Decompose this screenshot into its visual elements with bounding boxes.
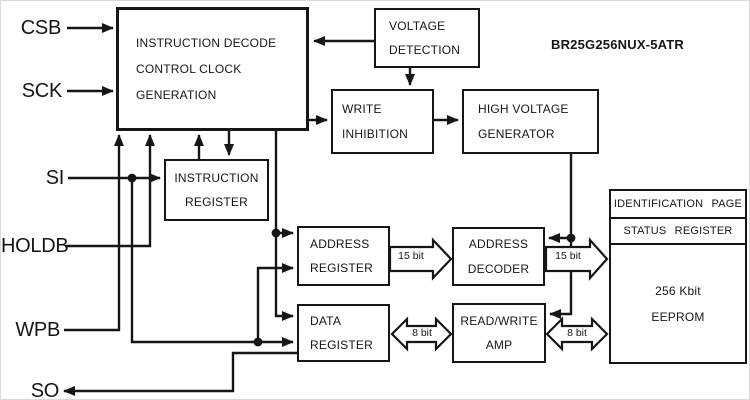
block-label: INHIBITION	[342, 126, 409, 141]
block-label: REGISTER	[310, 261, 373, 275]
block-label: DETECTION	[389, 43, 461, 57]
block-write-inhibition: WRITE INHIBITION	[331, 89, 434, 154]
eeprom-identification-page-row: IDENTIFICATION PAGE	[611, 191, 745, 219]
junction-dot-decode-branch	[271, 228, 281, 238]
block-label: EEPROM	[651, 309, 705, 324]
wire-holdb-input	[65, 134, 155, 248]
block-label: READ/WRITE	[460, 314, 538, 328]
block-label: REGISTER	[185, 195, 248, 209]
block-instruction-register: INSTRUCTION REGISTER	[164, 159, 269, 221]
block-label: INSTRUCTION DECODE	[136, 36, 277, 50]
bus-label-15bit-2: 15 bit	[555, 250, 581, 262]
wire-si-to-address-register	[256, 263, 294, 342]
bus-label-15bit-1: 15 bit	[398, 250, 424, 262]
block-address-register: ADDRESS REGISTER	[297, 226, 390, 286]
block-address-decoder: ADDRESS DECODER	[452, 227, 545, 286]
part-number: BR25G256NUX-5ATR	[551, 37, 684, 52]
wire-hvg-to-read-write-amp	[549, 154, 573, 319]
bus-arrow-8bit-reg-to-amp	[390, 316, 453, 352]
wire-decode-to-data-register	[274, 131, 294, 321]
wire-wpb-input	[64, 134, 124, 332]
block-eeprom: IDENTIFICATION PAGE STATUS REGISTER 256 …	[609, 189, 747, 364]
bus-label-8bit-1: 8 bit	[412, 327, 432, 339]
pin-label-si: SI	[45, 167, 65, 189]
block-label: ADDRESS	[468, 236, 529, 251]
junction-dot-si-branch	[253, 337, 263, 347]
pin-label-holdb: HOLDB	[1, 235, 69, 257]
block-read-write-amp: READ/WRITE AMP	[452, 303, 546, 363]
block-label: VOLTAGE	[389, 19, 446, 33]
junction-dot-si	[127, 173, 137, 183]
block-label: GENERATOR	[478, 126, 555, 141]
block-label: GENERATION	[136, 88, 217, 102]
block-label: 256 Kbit	[655, 283, 701, 298]
pin-label-sck: SCK	[21, 80, 63, 102]
bus-arrow-15bit-decoder-to-eeprom	[544, 237, 609, 281]
block-label: INSTRUCTION	[174, 171, 259, 185]
wire-si-to-data-register	[130, 178, 294, 347]
block-label: DECODER	[467, 261, 530, 276]
block-label: CONTROL CLOCK	[136, 62, 242, 76]
block-label: WRITE	[342, 101, 382, 116]
block-label: HIGH VOLTAGE	[478, 101, 569, 116]
bus-arrow-8bit-amp-to-eeprom	[545, 316, 609, 352]
pin-label-csb: CSB	[20, 17, 62, 39]
block-high-voltage-generator: HIGH VOLTAGE GENERATOR	[462, 89, 599, 154]
wire-so-output	[63, 351, 297, 396]
pin-label-wpb: WPB	[15, 319, 60, 341]
block-data-register: DATA REGISTER	[297, 304, 390, 362]
eeprom-status-register-row: STATUS REGISTER	[611, 219, 745, 245]
block-voltage-detection: VOLTAGE DETECTION	[374, 8, 480, 68]
block-label: REGISTER	[310, 338, 373, 352]
block-label: ADDRESS	[310, 237, 370, 251]
junction-dot-hvg-branch	[566, 233, 576, 243]
block-label: AMP	[485, 338, 513, 352]
bus-arrow-15bit-reg-to-decoder	[388, 237, 453, 281]
bus-label-8bit-2: 8 bit	[567, 327, 587, 339]
block-label: DATA	[310, 314, 342, 328]
pin-label-so: SO	[30, 380, 60, 400]
eeprom-main-area: 256 Kbit EEPROM	[611, 245, 745, 384]
block-instruction-decode: INSTRUCTION DECODE CONTROL CLOCK GENERAT…	[116, 7, 309, 131]
